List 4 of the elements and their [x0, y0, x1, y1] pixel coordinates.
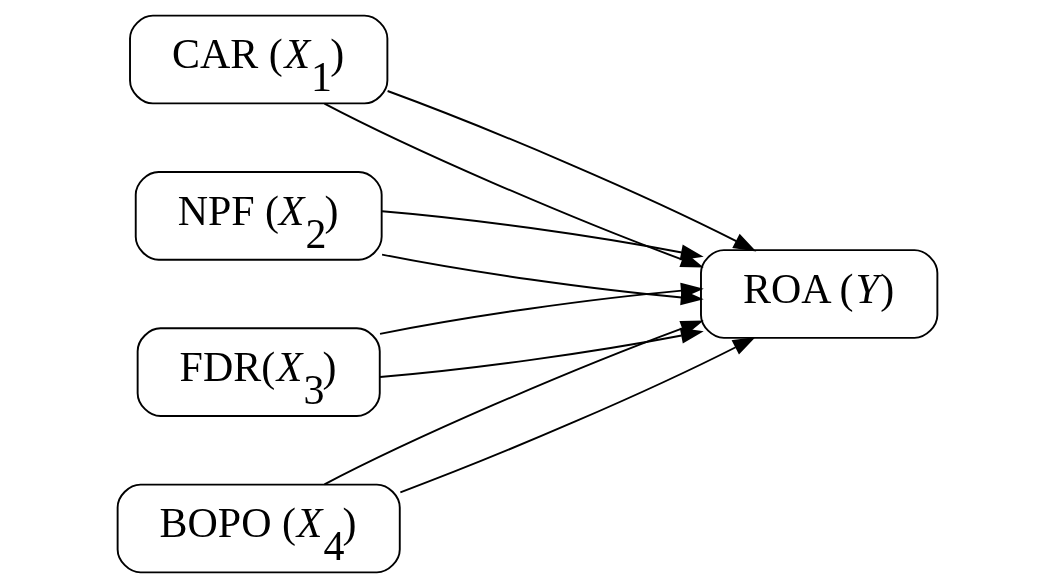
arrow	[398, 336, 756, 494]
arrow	[380, 210, 704, 261]
arrow	[386, 90, 756, 252]
node-box: ROA (Y)	[699, 249, 938, 339]
